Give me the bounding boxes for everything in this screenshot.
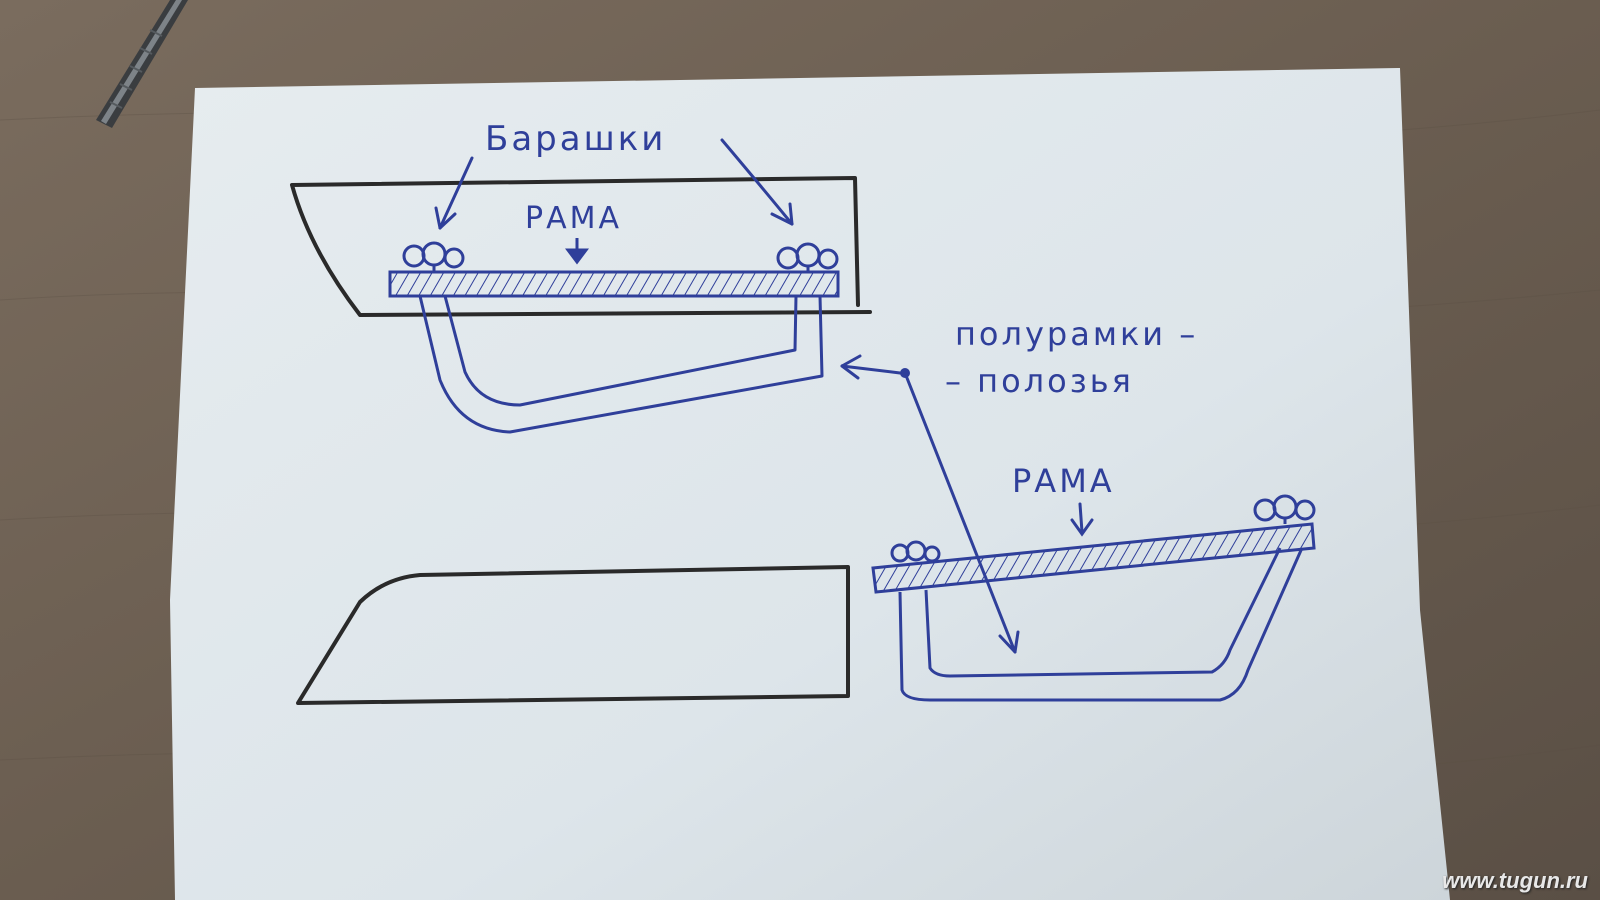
label-half-frames-line1: полурамки – [955, 315, 1198, 353]
top-door-outline [290, 176, 872, 317]
metal-tap-tool [96, 0, 188, 128]
frame-top-arrow [565, 238, 589, 265]
label-frame-bottom: РАМА [1012, 462, 1115, 500]
bottom-half-frame-runner [898, 547, 1304, 702]
bottom-frame-bar [871, 522, 1316, 594]
bottom-sketch: РАМА [871, 462, 1316, 702]
watermark: www.tugun.ru [1442, 868, 1588, 893]
top-left-wingnut [402, 241, 465, 272]
frame-bottom-arrow [1070, 502, 1094, 537]
top-frame-bar [388, 270, 840, 298]
top-right-wingnut [776, 242, 839, 272]
bottom-door-outline [296, 565, 850, 705]
top-half-frame-runner [418, 295, 824, 434]
wingnut-arrows [434, 138, 794, 230]
label-half-frames-line2: – полозья [945, 362, 1134, 400]
paper-sheet [170, 68, 1450, 900]
label-wingnuts: Барашки [485, 119, 666, 159]
label-frame-top: РАМА [525, 201, 622, 236]
top-sketch: Барашки РАМА [290, 119, 872, 434]
half-frames-annotation: полурамки – – полозья [840, 315, 1198, 654]
bottom-right-wingnut [1253, 494, 1316, 524]
bottom-left-wingnut [890, 540, 941, 563]
